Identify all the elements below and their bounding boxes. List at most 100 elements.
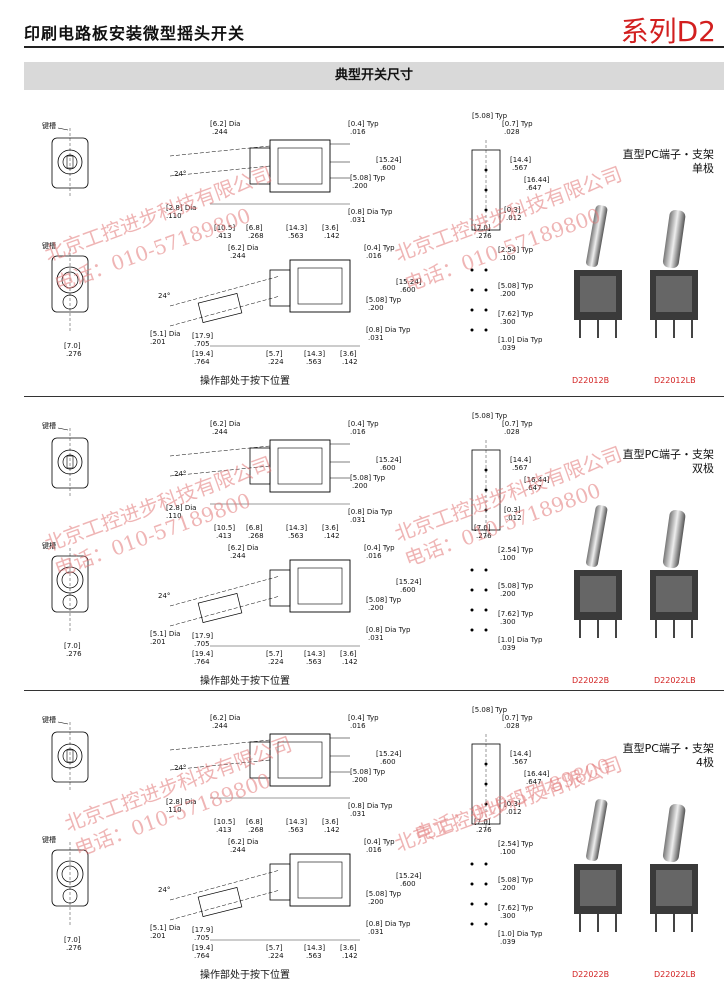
dim-w143i: .563 [288,826,304,834]
dim-w179i: .705 [194,934,210,942]
dim-dia62i: .244 [212,722,228,730]
dim-w194: [19.4] [192,350,214,358]
dim-h144i: .567 [512,164,528,172]
keyway-label: 键槽 [42,422,56,430]
dim-p254i: .100 [500,254,516,262]
dim-p254i: .100 [500,554,516,562]
dim-w70i: .276 [66,350,82,358]
dim-p508i: .200 [352,776,368,784]
dim-d08: [0.8] Dia Typ [366,626,411,634]
dim-w68: [6.8] [246,524,263,532]
dim-w179: [17.9] [192,632,214,640]
end-and-footprint-drawing [470,734,501,926]
side-view-drawing [169,733,350,799]
dim-dia62: [6.2] Dia [210,714,241,722]
dim-w68i: .268 [248,532,264,540]
dim-w105: [10.5] [214,224,236,232]
product-label-line2: 双极 [692,462,714,475]
dim-w143i: .563 [288,232,304,240]
dim-d08: [0.8] Dia Typ [348,208,393,216]
dim-dia62: [6.2] Dia [210,420,241,428]
end-and-footprint-drawing [470,140,501,332]
dim-d08i: .031 [350,216,366,224]
actuator-note: 操作部处于按下位置 [200,970,290,981]
dim-d08i: .031 [368,334,384,342]
dim-w179i: .705 [194,340,210,348]
actuator-note: 操作部处于按下位置 [200,376,290,387]
product-label: 直型PC端子・支架 单极 [623,148,714,176]
dim-dia62i: .244 [230,252,246,260]
dim-d10: [1.0] Dia Typ [498,636,543,644]
dim-w36i: .142 [342,358,358,366]
actuator-note: 操作部处于按下位置 [200,676,290,687]
dim-h1524i: .600 [400,286,416,294]
dim-p508: [5.08] Typ [472,706,508,714]
dim-w143: [14.3] [286,524,308,532]
dim-d08: [0.8] Dia Typ [348,508,393,516]
dim-dia62: [6.2] Dia [210,120,241,128]
dim-w143i: .563 [306,952,322,960]
front-view-drawing [51,721,89,790]
dim-t03i: .012 [506,214,522,222]
dim-dia62: [6.2] Dia [228,838,259,846]
dim-w57: [5.7] [266,944,283,952]
dim-w70: [7.0] [474,818,491,826]
dim-w36i: .142 [342,952,358,960]
dim-dia51: [5.1] Dia [150,924,181,932]
keyway-label: 键槽 [42,122,56,130]
dim-p508: [5.08] Typ [350,474,386,482]
keyway-label: 键槽 [42,542,56,550]
end-and-footprint-drawing [470,440,501,632]
dim-dia28i: .110 [166,806,182,814]
dim-w68: [6.8] [246,224,263,232]
dim-t07: [0.7] Typ [502,714,533,722]
dim-w143i: .563 [306,358,322,366]
front-view-drawing [51,248,89,332]
dim-p762: [7.62] Typ [498,904,534,912]
side-view-pressed-drawing [169,259,360,347]
dim-d10: [1.0] Dia Typ [498,930,543,938]
dim-p508: [5.08] Typ [366,296,402,304]
dim-t04i: .016 [366,252,382,260]
dim-w57i: .224 [268,358,284,366]
dim-dia51: [5.1] Dia [150,330,181,338]
dim-h1524: [15.24] [396,872,422,880]
dim-t04: [0.4] Typ [348,420,379,428]
dim-h1524i: .600 [380,464,396,472]
dim-w143i: .563 [306,658,322,666]
dim-angle: 24° [158,592,171,600]
part-number-b: D22012LB [654,376,696,385]
dim-w70i: .276 [476,232,492,240]
dim-p508i: .200 [352,182,368,190]
dim-p508i: .200 [500,884,516,892]
keyway-label: 键槽 [42,716,56,724]
dim-angle: 24° [174,764,187,772]
product-photos [574,205,698,338]
dim-t03: [0.3] [504,506,521,514]
dim-w70: [7.0] [64,936,81,944]
dim-p508i: .200 [352,482,368,490]
dim-angle: 24° [158,886,171,894]
dim-p254: [2.54] Typ [498,246,534,254]
dim-t03: [0.3] [504,206,521,214]
dim-t04i: .016 [366,846,382,854]
dim-w68: [6.8] [246,818,263,826]
dim-dia62: [6.2] Dia [228,244,259,252]
dim-d08i: .031 [368,928,384,936]
dim-p254: [2.54] Typ [498,546,534,554]
product-label: 直型PC端子・支架 4极 [623,742,714,770]
panel-divider [24,396,724,397]
dim-w194: [19.4] [192,650,214,658]
dim-h1524: [15.24] [396,578,422,586]
dim-w36: [3.6] [340,944,357,952]
dim-d08i: .031 [350,516,366,524]
dim-t04i: .016 [350,128,366,136]
dim-t04: [0.4] Typ [364,544,395,552]
dim-h1524i: .600 [380,758,396,766]
dim-p508: [5.08] Typ [498,282,534,290]
dim-w70i: .276 [66,650,82,658]
dim-t07: [0.7] Typ [502,420,533,428]
dim-h1644i: .647 [526,484,542,492]
dim-h1644: [16.44] [524,770,550,778]
product-label-line2: 单极 [692,162,714,175]
